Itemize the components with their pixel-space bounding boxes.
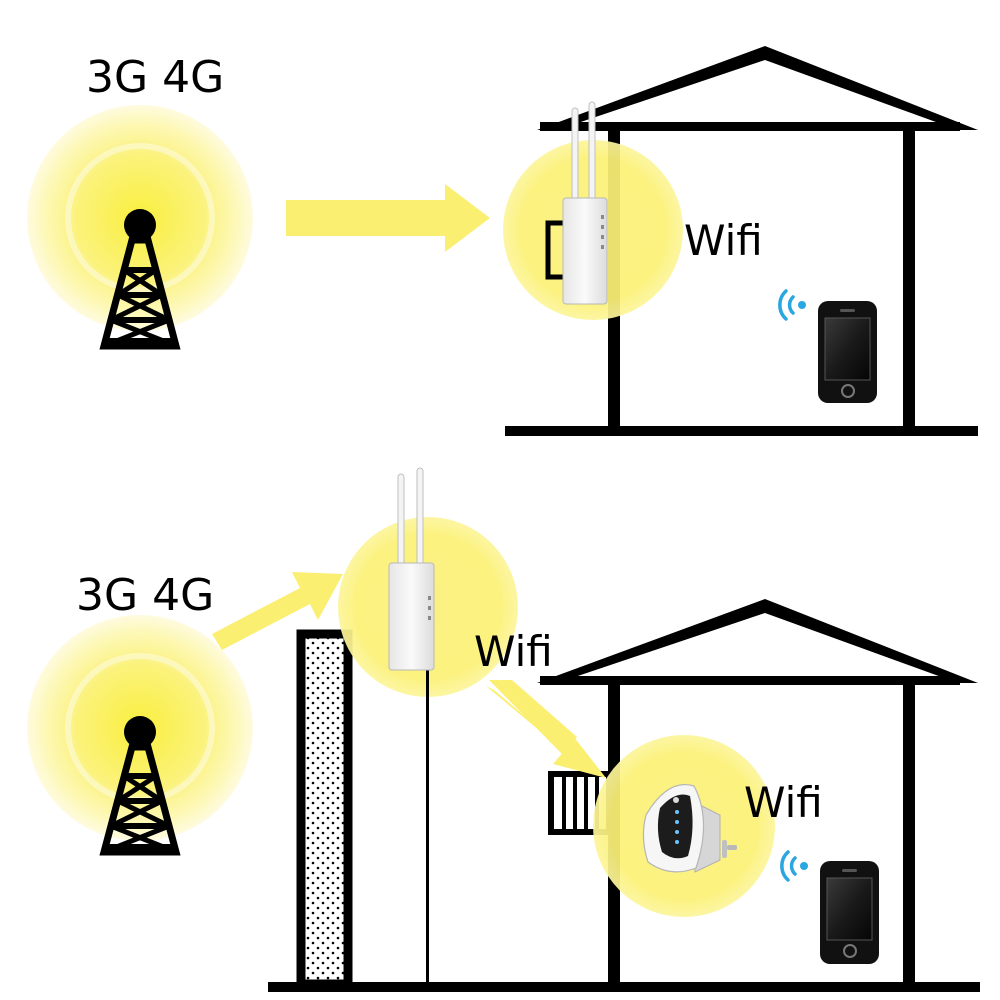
- wifi-repeater-icon: [642, 784, 737, 873]
- wifi-label: Wifi: [684, 216, 763, 265]
- smartphone-icon: [818, 301, 877, 403]
- network-label: 3G 4G: [86, 52, 225, 103]
- wifi-signal-icon: [778, 289, 806, 321]
- repeater-wifi-label: Wifi: [744, 778, 823, 827]
- network-label: 3G 4G: [76, 570, 215, 621]
- router-wifi-label: Wifi: [474, 627, 553, 676]
- wifi-signal-icon: [780, 850, 808, 882]
- signal-arrow: [486, 686, 606, 778]
- router-mast: [426, 670, 429, 982]
- tower-glow-ring: [65, 143, 215, 293]
- cell-tower-icon: [99, 716, 181, 856]
- signal-arrow: [286, 184, 490, 252]
- signal-arrow: [212, 572, 343, 650]
- top-scene: [27, 46, 978, 436]
- mount-bracket: [545, 220, 566, 280]
- smartphone-icon: [820, 861, 879, 964]
- cell-tower-icon: [99, 209, 181, 350]
- bottom-scene: [27, 467, 980, 992]
- outdoor-router-icon: [388, 467, 435, 671]
- outdoor-router-icon: [562, 101, 608, 305]
- signal-arrow-body: [489, 680, 577, 754]
- pole-building: [296, 629, 353, 989]
- ground-line: [268, 982, 980, 992]
